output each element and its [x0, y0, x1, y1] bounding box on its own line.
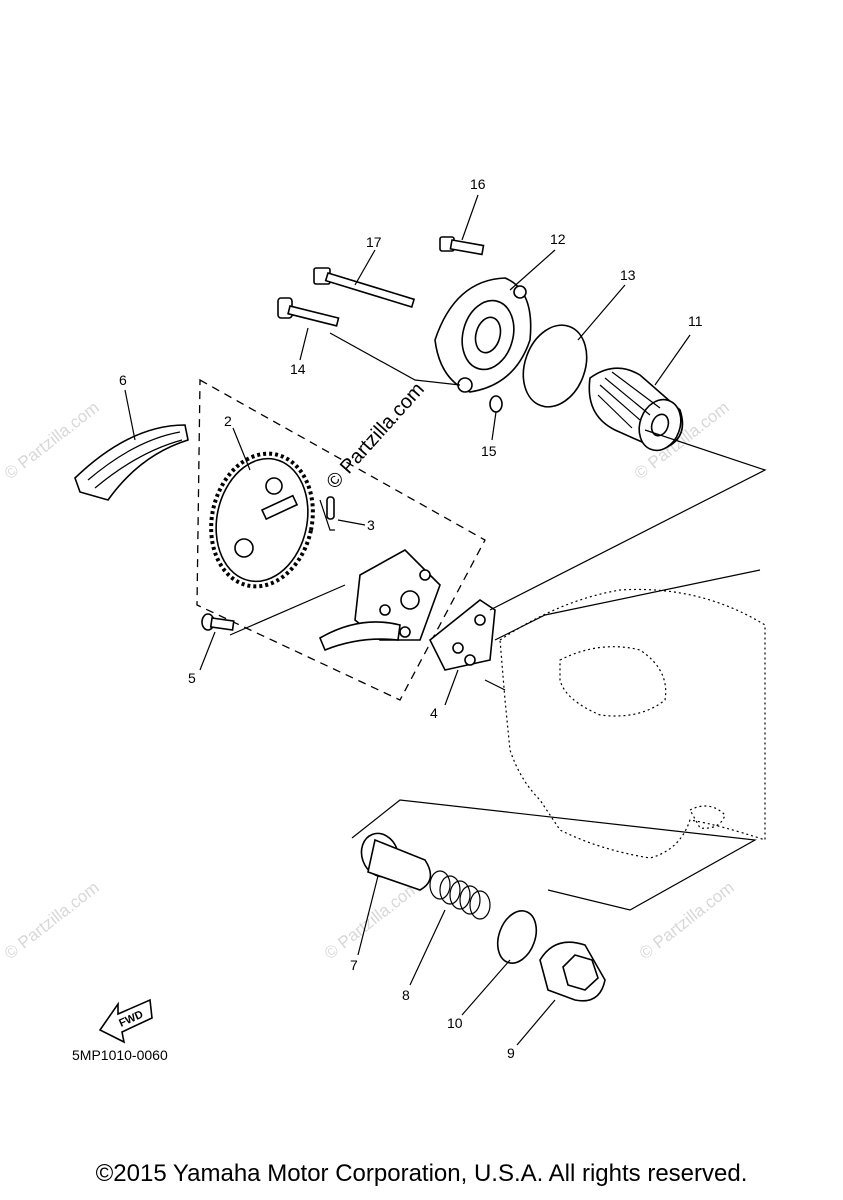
- callout-8: 8: [402, 987, 410, 1003]
- part-3-dowel-pin: [326, 496, 335, 520]
- part-9-drain-plug: [539, 941, 606, 1002]
- callout-10: 10: [447, 1015, 463, 1031]
- callout-2: 2: [224, 413, 232, 429]
- callout-15: 15: [481, 443, 497, 459]
- drawing-code: 5MP1010-0060: [72, 1047, 168, 1063]
- part-16-bolt: [439, 236, 485, 256]
- part-11-oil-filter: [588, 367, 684, 452]
- callout-9: 9: [507, 1045, 515, 1061]
- part-13-o-ring: [522, 324, 588, 408]
- part-2-pump-gear: [209, 451, 315, 589]
- part-17-long-bolt: [313, 267, 416, 308]
- part-15-small-o-ring: [489, 395, 503, 413]
- part-8-spring: [429, 870, 491, 920]
- callout-4: 4: [430, 705, 438, 721]
- watermark-faint: © Partzilla.com: [1, 878, 103, 964]
- oil-pump-body: [318, 549, 441, 652]
- crankcase-outline: [499, 588, 766, 859]
- assembly-lines: [229, 332, 767, 911]
- callout-11: 11: [688, 313, 703, 329]
- watermark-faint: © Partzilla.com: [321, 878, 423, 964]
- oil-pump-assembly-box: [196, 378, 486, 701]
- callout-16: 16: [470, 176, 486, 192]
- part-4-gasket: [428, 599, 496, 671]
- watermark-main: © Partzilla.com: [322, 378, 429, 493]
- callout-labels: 2 3 4 5 6 7 8 9 10 11 12 13 14 15 16 17: [119, 176, 703, 1061]
- callout-13: 13: [620, 267, 636, 283]
- watermark-faint: © Partzilla.com: [636, 878, 738, 964]
- callout-17: 17: [366, 234, 382, 250]
- fwd-arrow-icon: FWD: [98, 998, 153, 1044]
- callout-5: 5: [188, 670, 196, 686]
- callout-12: 12: [550, 231, 566, 247]
- copyright-notice: ©2015 Yamaha Motor Corporation, U.S.A. A…: [95, 1160, 748, 1187]
- callout-3: 3: [367, 517, 375, 533]
- part-12-filter-cover: [434, 277, 532, 393]
- callout-leaders: [124, 194, 691, 1046]
- callout-6: 6: [119, 372, 127, 388]
- part-6-strainer-cover: [74, 424, 189, 501]
- part-5-screw: [201, 613, 235, 631]
- part-14-bolt: [277, 297, 340, 327]
- callout-7: 7: [350, 957, 358, 973]
- callout-14: 14: [290, 361, 306, 377]
- part-7-relief-valve: [360, 832, 432, 891]
- part-10-o-ring: [496, 910, 538, 964]
